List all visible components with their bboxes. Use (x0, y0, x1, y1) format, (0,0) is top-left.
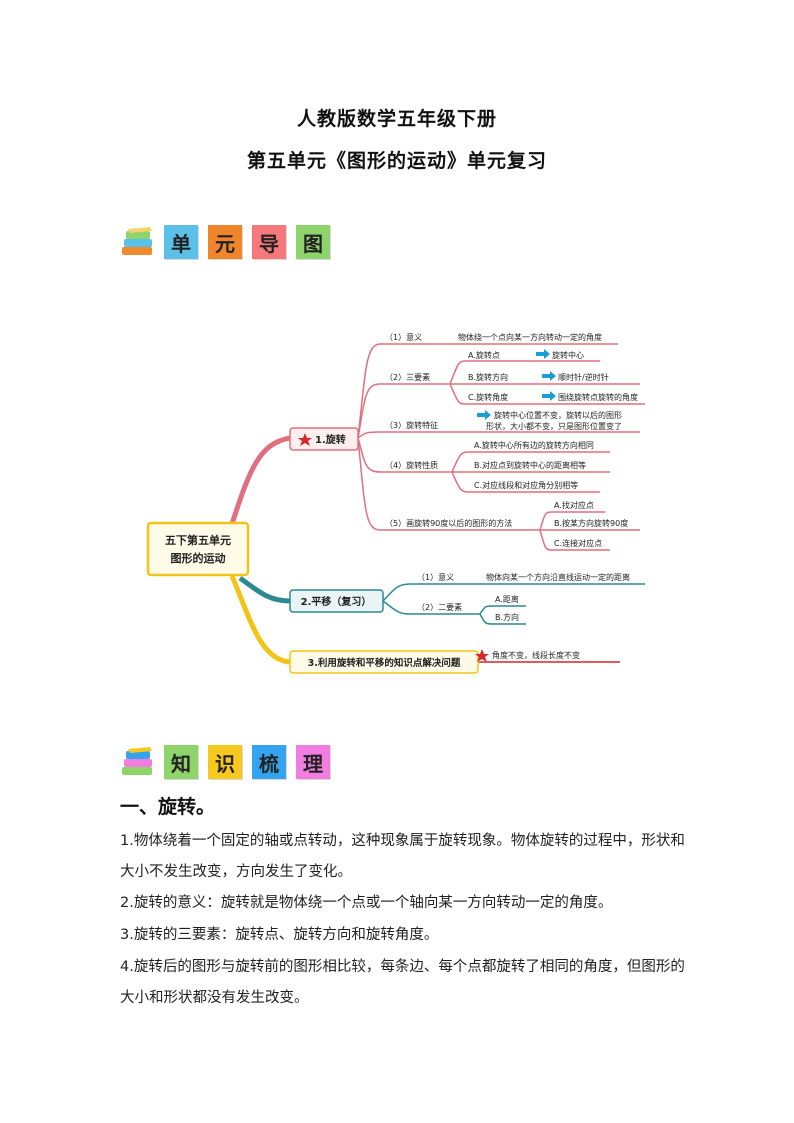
banner-char: 梳 (259, 751, 279, 776)
paragraph: 2.旋转的意义：旋转就是物体绕一个点或一个轴向某一方向转动一定的角度。 (120, 895, 613, 911)
banner-char: 识 (215, 751, 235, 776)
books-icon (120, 745, 156, 779)
translate-meaning-label: （1）意义 (417, 572, 454, 582)
rotate-feature-label: （3）旋转特征 (385, 420, 438, 430)
rotate-meaning-label: （1）意义 (385, 332, 422, 342)
method-c: C.连接对应点 (554, 538, 602, 548)
banner-char-box: 导 (252, 225, 286, 259)
center-line-1: 五下第五单元 (165, 533, 231, 547)
element-b-label: B.旋转方向 (468, 372, 508, 382)
method-b: B.按某方向旋转90度 (554, 518, 628, 528)
node-solve-label: 3.利用旋转和平移的知识点解决问题 (308, 657, 461, 669)
banner-char-box: 单 (164, 225, 198, 259)
banner-char-box: 元 (208, 225, 242, 259)
star-icon (298, 433, 312, 446)
banner-char: 知 (171, 751, 191, 776)
paragraph: 3.旋转的三要素：旋转点、旋转方向和旋转角度。 (120, 927, 439, 943)
banner-knowledge: 知 识 梳 理 (120, 742, 340, 782)
arrow-right-icon (542, 391, 556, 401)
banner-char-box: 理 (296, 745, 330, 779)
page-subtitle: 第五单元《图形的运动》单元复习 (246, 150, 547, 172)
mind-map: 五下第五单元 图形的运动 1.旋转 （1）意义 物体绕一个点向某一方向转动一定的… (140, 318, 660, 684)
feature-line-1: 旋转中心位置不变，旋转以后的图形 (494, 410, 622, 420)
paragraph: 1.物体绕着一个固定的轴或点转动，这种现象属于旋转现象。物体旋转的过程中，形状和… (120, 833, 685, 880)
star-icon (475, 649, 489, 662)
property-a: A.旋转中心所有边的旋转方向相同 (474, 440, 594, 450)
arrow-right-icon (542, 371, 556, 381)
translate-element-b: B.方向 (495, 612, 519, 622)
rotate-method-label: （5）画旋转90度以后的图形的方法 (385, 518, 512, 528)
node-rotate (289, 427, 359, 451)
method-a: A.找对应点 (554, 500, 594, 510)
translate-meaning-text: 物体向某一个方向沿直线运动一定的距离 (486, 572, 630, 582)
node-translate-label: 2.平移（复习） (301, 595, 372, 608)
banner-char: 导 (259, 231, 279, 256)
banner-char-box: 图 (296, 225, 330, 259)
rotate-property-label: （4）旋转性质 (385, 460, 438, 470)
element-c-value: 围绕旋转点旋转的角度 (558, 392, 638, 402)
page-title: 人教版数学五年级下册 (296, 108, 497, 130)
mind-map-center-node (146, 521, 250, 577)
banner-char: 单 (171, 231, 191, 256)
books-icon (120, 225, 156, 259)
translate-element-a: A.距离 (495, 594, 519, 604)
feature-line-2: 形状，大小都不变，只是图形位置变了 (486, 421, 622, 431)
banner-char-box: 知 (164, 745, 198, 779)
banner-char: 理 (303, 751, 323, 776)
banner-char-box: 梳 (252, 745, 286, 779)
node-rotate-label: 1.旋转 (315, 433, 346, 446)
rotate-elements-label: （2）三要素 (385, 372, 430, 382)
element-c-label: C.旋转角度 (468, 392, 508, 402)
arrow-right-icon (536, 349, 550, 359)
element-a-label: A.旋转点 (468, 350, 500, 360)
property-c: C.对应线段和对应角分别相等 (474, 480, 578, 490)
section-heading: 一、旋转。 (120, 796, 216, 818)
node-solve (289, 650, 479, 674)
solve-note: 角度不变，线段长度不变 (492, 650, 580, 660)
branch-connector-rotate (229, 435, 291, 525)
property-b: B.对应点到旋转中心的距离相等 (474, 460, 586, 470)
banner-char-box: 识 (208, 745, 242, 779)
banner-unit-map: 单 元 导 图 (120, 222, 340, 262)
arrow-right-icon (477, 410, 491, 420)
node-translate (289, 589, 384, 613)
banner-char: 图 (303, 231, 323, 256)
branch-connector-translate (238, 576, 291, 604)
center-line-2: 图形的运动 (171, 551, 226, 565)
paragraph: 4.旋转后的图形与旋转前的图形相比较，每条边、每个点都旋转了相同的角度，但图形的… (120, 959, 685, 1006)
translate-elements-label: （2）二要素 (417, 602, 462, 612)
branch-connector-solve (229, 575, 291, 665)
element-a-value: 旋转中心 (552, 350, 584, 360)
element-b-value: 顺时针/逆时针 (558, 372, 609, 382)
banner-char: 元 (215, 231, 235, 256)
rotate-meaning-text: 物体绕一个点向某一方向转动一定的角度 (458, 332, 602, 342)
